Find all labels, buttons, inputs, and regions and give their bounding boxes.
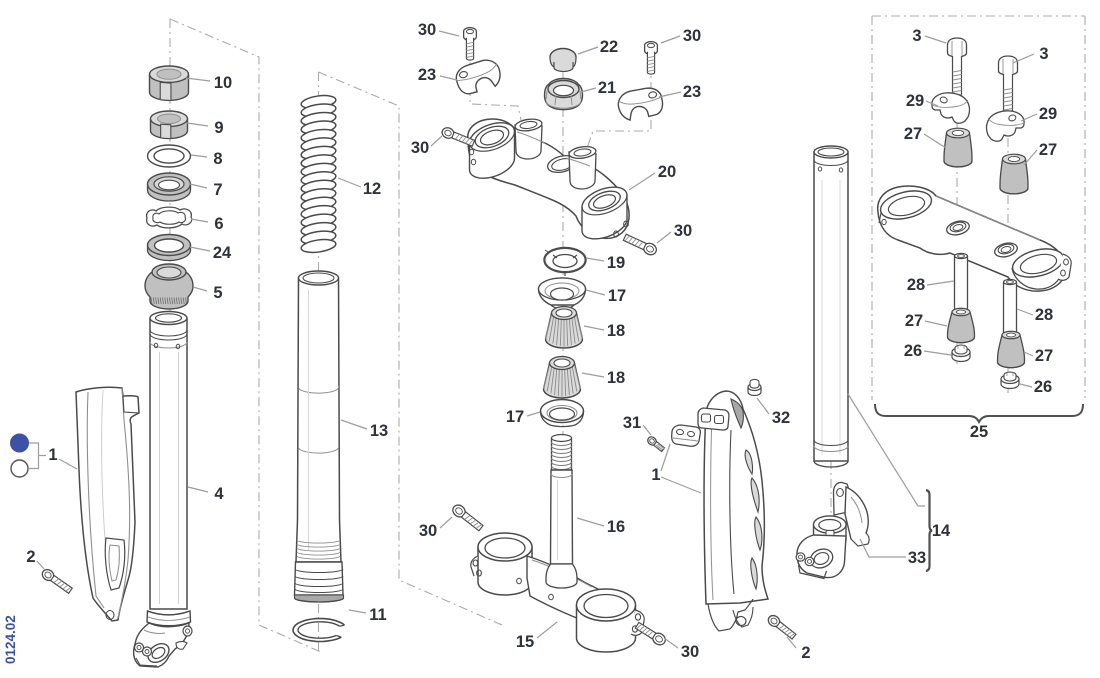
svg-text:26: 26 [1034,378,1052,396]
svg-text:2: 2 [801,644,810,662]
svg-text:19: 19 [607,254,625,272]
svg-text:28: 28 [907,276,925,294]
svg-text:26: 26 [904,342,922,360]
svg-text:14: 14 [932,522,951,540]
svg-text:2: 2 [26,548,35,566]
svg-text:0124.02: 0124.02 [3,615,18,664]
svg-text:27: 27 [1039,141,1057,159]
svg-text:5: 5 [213,284,222,302]
svg-text:12: 12 [363,180,381,198]
svg-text:17: 17 [608,287,626,305]
svg-text:7: 7 [213,181,222,199]
svg-text:17: 17 [506,408,524,426]
svg-text:33: 33 [908,549,926,567]
svg-text:30: 30 [411,139,429,157]
svg-text:30: 30 [418,21,436,39]
svg-text:27: 27 [1035,347,1053,365]
svg-text:11: 11 [369,606,386,624]
svg-text:18: 18 [607,322,625,340]
svg-text:31: 31 [623,414,641,432]
svg-text:9: 9 [214,119,223,137]
svg-text:23: 23 [683,83,701,101]
svg-text:21: 21 [598,79,616,97]
svg-text:29: 29 [1039,105,1057,123]
svg-text:30: 30 [419,522,437,540]
svg-text:30: 30 [683,27,701,45]
svg-text:22: 22 [600,38,618,56]
svg-text:32: 32 [772,409,790,427]
svg-text:1: 1 [651,466,660,484]
svg-text:3: 3 [912,27,921,45]
svg-text:3: 3 [1039,45,1048,63]
svg-text:24: 24 [213,244,232,262]
svg-text:13: 13 [370,422,388,440]
svg-text:6: 6 [214,215,223,233]
svg-text:8: 8 [213,150,222,168]
svg-text:27: 27 [904,125,922,143]
svg-text:23: 23 [418,66,436,84]
svg-text:30: 30 [681,643,699,661]
svg-text:28: 28 [1035,306,1053,324]
svg-text:16: 16 [607,518,625,536]
svg-text:27: 27 [905,312,923,330]
svg-text:30: 30 [674,222,692,240]
svg-text:20: 20 [658,163,676,181]
svg-text:25: 25 [970,423,988,441]
svg-text:10: 10 [214,74,232,92]
svg-text:1: 1 [48,446,57,464]
svg-text:29: 29 [906,92,924,110]
svg-text:18: 18 [607,369,625,387]
svg-text:4: 4 [214,485,224,503]
svg-text:15: 15 [516,633,534,651]
